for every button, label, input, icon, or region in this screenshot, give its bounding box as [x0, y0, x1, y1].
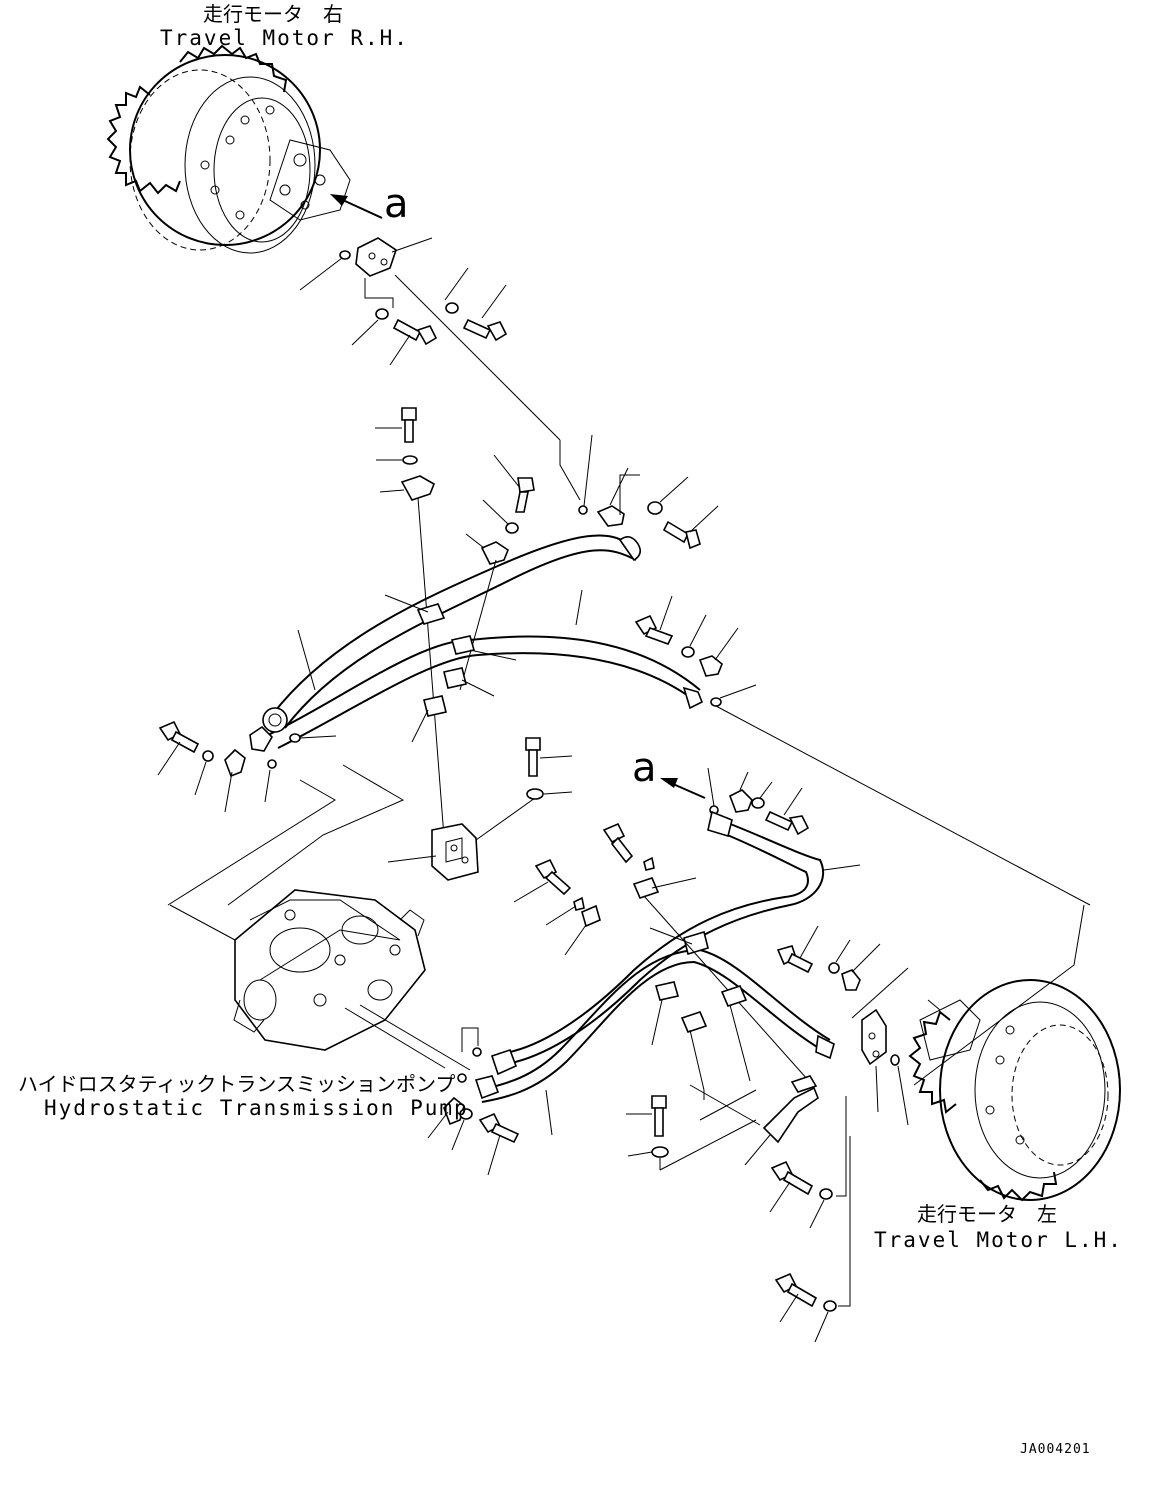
bolt-lh-1	[770, 1160, 814, 1196]
washer-rh-2	[445, 302, 459, 314]
clamp-lower-3	[680, 1011, 708, 1033]
washer-right-upper	[681, 646, 695, 658]
clamp-upper-1	[400, 475, 436, 501]
washer-upper-1	[402, 455, 418, 465]
hose-sleeve-3	[683, 930, 709, 956]
pump-bracket	[431, 823, 479, 881]
drawing-code: JA004201	[1020, 1442, 1091, 1457]
washer-upper-2	[505, 522, 519, 534]
travel-motor-lh	[908, 979, 1121, 1202]
washer-left-1	[202, 750, 214, 762]
o-ring-pump-1	[472, 1047, 482, 1057]
view-ref-label-top: a	[384, 181, 410, 227]
washer-lower-right	[751, 797, 765, 809]
bolt-right-upper	[634, 614, 674, 645]
bolt-center	[525, 737, 541, 777]
bolt-rh-2	[462, 318, 508, 342]
bolt-lower-mid-2	[602, 822, 634, 864]
arrow-head-mid	[660, 778, 678, 788]
o-ring-left-2	[289, 733, 301, 743]
clamp-lower-2	[632, 877, 660, 899]
bolt-lh-2	[774, 1272, 818, 1308]
o-ring-pump-2	[457, 1073, 467, 1083]
washer-lh-1	[819, 1188, 833, 1200]
pump-label-jp: ハイドロスタティックトランスミッションポンプ	[18, 1072, 456, 1096]
o-ring-lh	[890, 1054, 900, 1066]
travel-motor-lh-label-jp: 走行モータ 左	[917, 1202, 1057, 1226]
bolt-rh-1	[392, 318, 438, 346]
bolt-upper-2	[515, 477, 535, 513]
washer-center	[526, 788, 544, 800]
split-flange-upper	[596, 505, 625, 527]
clamp-lower-1	[581, 904, 601, 928]
bolt-lower-mid-1	[534, 858, 572, 896]
flange-fitting-rh	[339, 237, 397, 277]
washer-rh-1	[375, 308, 389, 320]
travel-motor-rh	[106, 44, 351, 254]
bolt-lower-right-2	[776, 945, 814, 974]
bolt-left-1	[158, 720, 200, 754]
hose-upper-a	[271, 534, 642, 729]
o-ring-right-upper	[710, 697, 722, 707]
washer-lower-right-2	[828, 962, 840, 974]
bolt-upper-3	[662, 520, 701, 550]
split-flange-right-upper	[698, 655, 723, 677]
clamp-mid-2	[423, 695, 447, 717]
hose-sleeve-1	[416, 603, 446, 625]
washer-pump	[459, 1108, 473, 1120]
hose-end-fitting-lower	[474, 1048, 518, 1100]
travel-motor-rh-label-jp: 走行モータ 右	[203, 2, 343, 26]
split-flange-left	[224, 748, 246, 778]
flange-fitting-lh	[861, 1008, 887, 1066]
hose-end-fitting-upper	[249, 707, 288, 752]
clamp-mid-1	[443, 667, 467, 689]
travel-motor-rh-label-en: Travel Motor R.H.	[160, 26, 409, 50]
clamp-lower-4	[720, 985, 748, 1007]
washer-lh-2	[823, 1300, 837, 1312]
hose-sleeve-2	[450, 635, 476, 655]
clamp-bracket-lower	[762, 1075, 819, 1144]
o-ring-upper	[578, 505, 588, 515]
bolt-upper-1	[401, 407, 417, 443]
washer-upper-3	[647, 501, 663, 515]
hose-lower-b	[479, 948, 835, 1103]
o-ring-left	[267, 759, 277, 769]
view-ref-label-mid: a	[632, 745, 658, 791]
pump-label-en: Hydrostatic Transmission Pump	[44, 1096, 469, 1120]
arrow-head-top	[330, 194, 348, 206]
travel-motor-lh-label-en: Travel Motor L.H.	[874, 1228, 1123, 1252]
clamp-upper-2	[480, 541, 509, 565]
split-flange-lower-right	[728, 789, 753, 813]
spring-washer-lower-1	[573, 896, 585, 911]
hose-lower-a	[497, 810, 825, 1066]
hst-pump	[233, 889, 426, 1051]
hose-sleeve-4	[654, 981, 680, 1001]
spring-washer-lower-2	[643, 856, 655, 871]
split-flange-lower-right-2	[841, 969, 861, 991]
bolt-lower-right	[764, 810, 810, 836]
bolt-pump	[478, 1112, 520, 1144]
washer-lower-center	[651, 1146, 669, 1158]
bolt-lower-center	[651, 1095, 667, 1137]
